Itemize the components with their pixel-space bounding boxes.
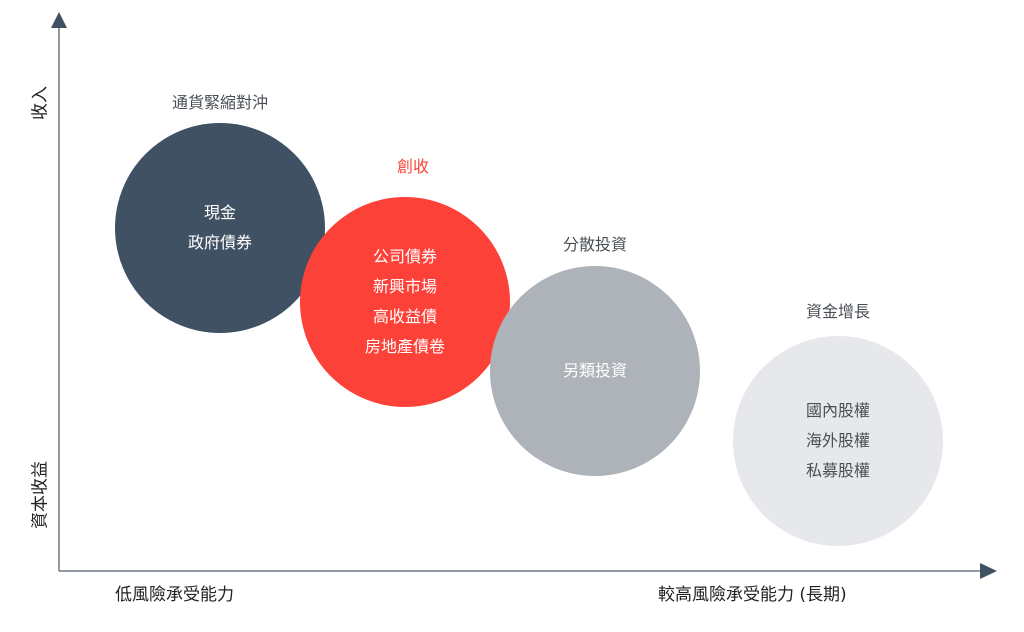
circle-deflation-hedge: 現金 政府債券: [115, 123, 325, 333]
circle-growth: 國內股權 海外股權 私募股權: [733, 336, 943, 546]
circle-income: 公司債券 新興市場 高收益債 房地產債卷: [300, 197, 510, 407]
item: 房地產債卷: [364, 337, 445, 356]
y-axis-arrow-icon: [51, 12, 67, 28]
item: 現金: [203, 203, 236, 222]
item: 公司債券: [372, 247, 437, 266]
group-title-growth: 資金增長: [805, 302, 871, 321]
group-title-income: 創收: [396, 157, 430, 176]
group-title-deflation-hedge: 通貨緊縮對沖: [171, 93, 269, 112]
item: 國內股權: [805, 401, 870, 420]
item: 另類投資: [562, 361, 627, 380]
circle-diversification: 另類投資: [490, 266, 700, 476]
item: 高收益債: [372, 307, 437, 326]
y-axis-top-label: 收入: [30, 86, 51, 120]
item: 新興市場: [372, 277, 437, 296]
item: 政府債券: [187, 233, 252, 252]
item: 海外股權: [805, 431, 870, 450]
x-axis-right-label: 較高風險承受能力 (長期): [658, 585, 847, 605]
group-title-diversification: 分散投資: [562, 235, 628, 254]
item: 私募股權: [805, 461, 870, 480]
x-axis-left-label: 低風險承受能力: [115, 585, 234, 605]
y-axis-bottom-label: 資本收益: [30, 461, 51, 529]
x-axis-arrow-icon: [980, 563, 997, 579]
